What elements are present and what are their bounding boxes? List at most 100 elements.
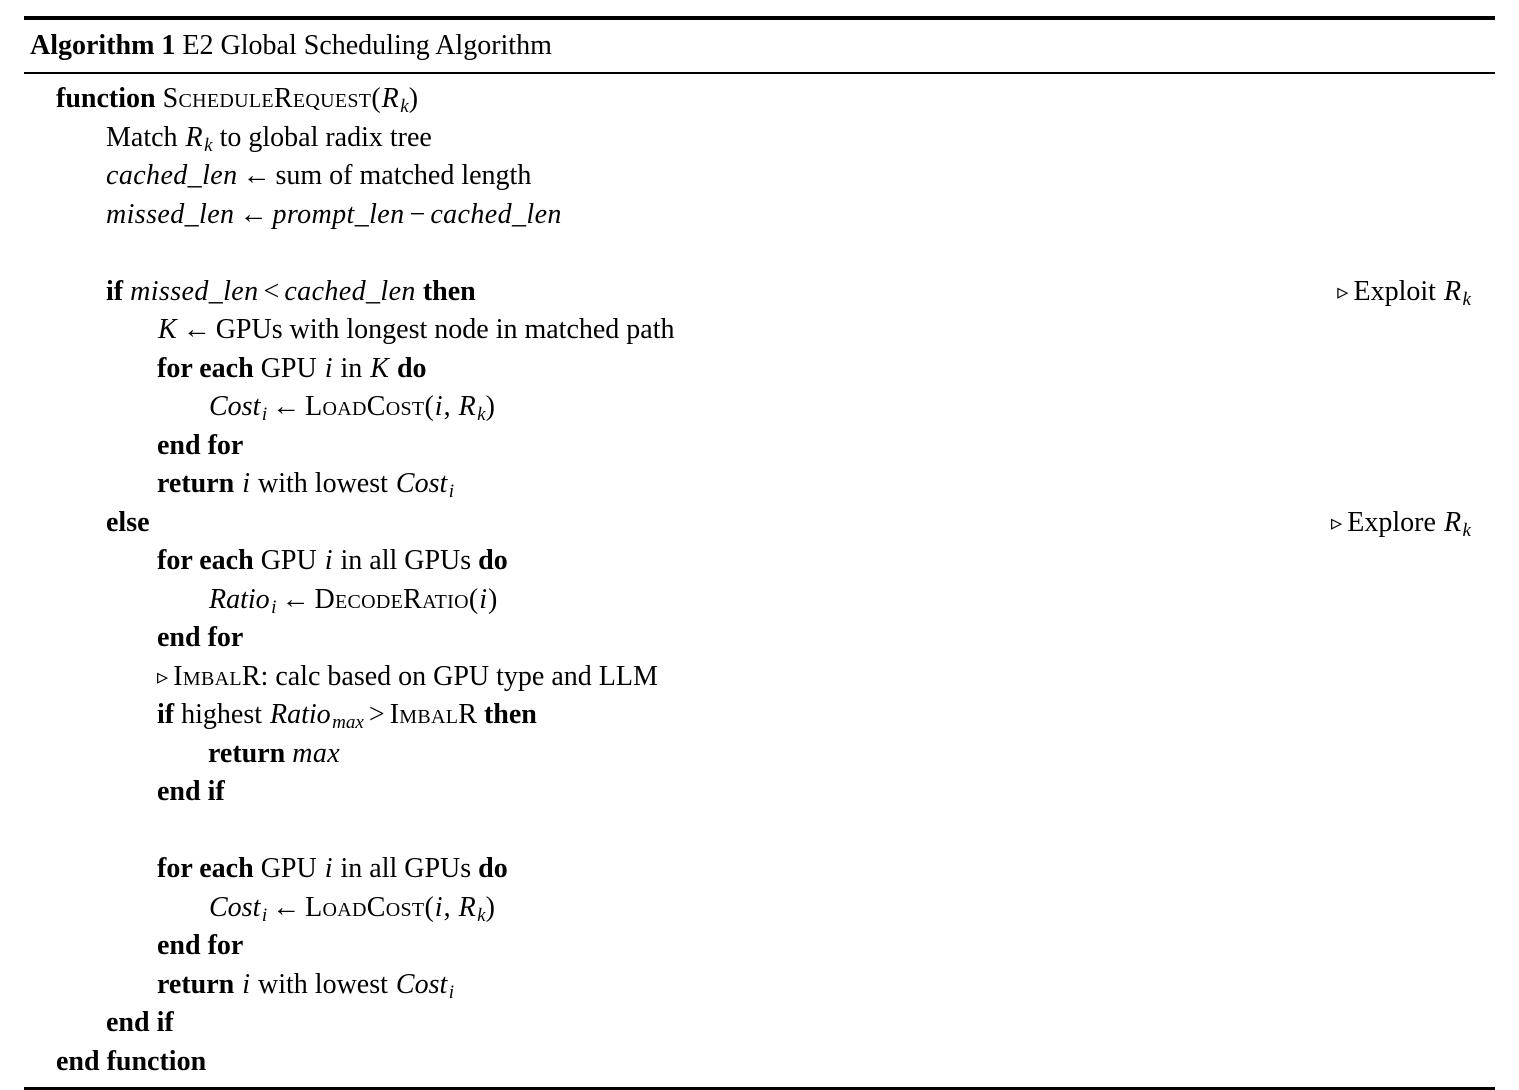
keyword-end-for: end for	[157, 429, 244, 461]
return-var-i: i	[242, 968, 251, 1000]
var-prompt-len: prompt_len	[272, 198, 405, 230]
line-function-schedulerequest: function ScheduleRequest(Rk)	[24, 80, 1495, 119]
line-end-for-1: end for	[24, 427, 1495, 466]
line-missed-len-assign: missed_len←prompt_len−cached_len	[24, 196, 1495, 235]
var-k: K	[158, 314, 177, 345]
arg-r: R	[458, 891, 476, 923]
var-missed-len: missed_len	[106, 198, 235, 230]
line-foreach-gpu-in-k: for each GPU i in K do	[24, 350, 1495, 389]
line-match-radix-tree: Match Rk to global radix tree	[24, 119, 1495, 158]
keyword-return: return	[208, 737, 286, 769]
arg-r: R	[381, 83, 399, 114]
assign-arrow: ←	[239, 198, 268, 230]
paren-close: )	[487, 583, 498, 615]
cond-cached-len: cached_len	[284, 275, 416, 307]
comment-exploit-label: Exploit	[1353, 275, 1436, 307]
line-foreach-gpu-all-2: for each GPU i in all GPUs do	[24, 850, 1495, 889]
arg-i: i	[434, 891, 443, 923]
algorithm-title: E2 Global Scheduling Algorithm	[182, 30, 552, 61]
triangle-marker-icon: ▹	[1337, 278, 1349, 304]
rule-caption-separator	[24, 72, 1495, 74]
imbalr-comment-rest: : calc based on GPU type and LLM	[260, 660, 658, 692]
foreach-var-k: K	[370, 352, 389, 384]
keyword-then: then	[483, 699, 537, 730]
greater-than-operator: >	[368, 699, 385, 730]
foreach-gpu-word: GPU	[260, 352, 317, 384]
paren-open: (	[468, 583, 479, 615]
arg-subscript-k: k	[477, 904, 486, 926]
line-blank-2	[24, 812, 1495, 851]
var-cost: Cost	[209, 391, 261, 422]
keyword-function: function	[56, 83, 156, 114]
return-mid-text: with lowest	[258, 968, 388, 1000]
foreach-gpu-word: GPU	[260, 853, 317, 884]
foreach-in-word: in	[340, 352, 363, 384]
imbalr-name-smallcaps: Imbal	[389, 699, 459, 730]
foreach-gpu-word: GPU	[260, 545, 317, 576]
cached-len-rhs: sum of matched length	[275, 160, 532, 191]
comment-exploit-var-r: R	[1443, 275, 1462, 307]
rule-top	[24, 16, 1495, 20]
comment-exploit-subscript-k: k	[1462, 288, 1471, 310]
comment-explore: ▹Explore Rk	[1331, 504, 1471, 551]
keyword-end-if: end if	[106, 1007, 174, 1038]
comma: ,	[443, 891, 451, 923]
keyword-then: then	[422, 275, 476, 307]
return-value-max: max	[292, 737, 341, 769]
line-comment-imbalr: ▹ImbalR: calc based on GPU type and LLM	[24, 658, 1495, 697]
line-return-lowest-cost-2: return i with lowest Costi	[24, 966, 1495, 1005]
imbalr-name-tail: R	[241, 660, 261, 692]
var-cached-len-rhs: cached_len	[430, 198, 562, 230]
imbalr-name-tail: R	[458, 699, 477, 730]
assign-arrow: ←	[272, 891, 301, 923]
return-cost-subscript-i: i	[448, 481, 455, 503]
line-if-ratio-gt-imbalr: if highest Ratiomax>ImbalR then	[24, 696, 1495, 735]
comment-explore-subscript-k: k	[1462, 519, 1471, 541]
foreach-var-i: i	[324, 545, 333, 576]
cost-subscript-i: i	[261, 904, 268, 926]
line-cost-loadcost-1: Costi←LoadCost(i, Rk)	[24, 388, 1495, 427]
keyword-return: return	[157, 968, 235, 1000]
arg-subscript-k: k	[400, 96, 409, 118]
keyword-if: if	[157, 699, 175, 730]
proc-name-loadcost: LoadCost	[305, 891, 425, 923]
arg-subscript-k: k	[477, 404, 486, 426]
proc-name-decoderatio: DecodeRatio	[314, 583, 469, 615]
arg-r: R	[458, 391, 476, 422]
match-var-r: R	[185, 121, 203, 153]
line-ratio-decoderatio: Ratioi←DecodeRatio(i)	[24, 581, 1495, 620]
assign-arrow: ←	[272, 391, 301, 422]
var-ratio: Ratio	[209, 583, 270, 615]
highest-word: highest	[181, 699, 262, 730]
algorithm-caption: Algorithm 1 E2 Global Scheduling Algorit…	[24, 20, 1495, 72]
paren-open: (	[424, 391, 434, 422]
comment-explore-var-r: R	[1443, 506, 1462, 538]
var-cost: Cost	[209, 891, 261, 923]
line-end-for-2: end for	[24, 619, 1495, 658]
match-var-subscript-k: k	[204, 134, 213, 156]
line-k-assign-gpus: K←GPUs with longest node in matched path	[24, 311, 1495, 350]
comment-explore-label: Explore	[1347, 506, 1436, 538]
foreach-var-i: i	[324, 352, 333, 384]
assign-arrow: ←	[182, 314, 211, 345]
triangle-marker-icon: ▹	[1331, 509, 1343, 535]
return-cost-subscript-i: i	[448, 981, 455, 1003]
line-end-if-1: end if	[24, 773, 1495, 812]
assign-arrow: ←	[281, 583, 310, 615]
line-blank-1	[24, 234, 1495, 273]
var-cached-len: cached_len	[106, 160, 238, 191]
line-end-function: end function	[24, 1043, 1495, 1082]
paren-close: )	[485, 891, 495, 923]
proc-name-loadcost: LoadCost	[305, 391, 425, 422]
line-end-for-3: end for	[24, 927, 1495, 966]
line-end-if-2: end if	[24, 1004, 1495, 1043]
keyword-end-for: end for	[157, 930, 244, 961]
keyword-do: do	[396, 352, 427, 384]
return-mid-text: with lowest	[258, 468, 388, 499]
algorithm-label: Algorithm 1	[30, 30, 176, 61]
minus-operator: −	[409, 198, 426, 230]
keyword-else: else	[106, 506, 150, 538]
keyword-for-each: for each	[157, 545, 254, 576]
k-assign-rhs: GPUs with longest node in matched path	[215, 314, 675, 345]
keyword-if: if	[106, 275, 124, 307]
